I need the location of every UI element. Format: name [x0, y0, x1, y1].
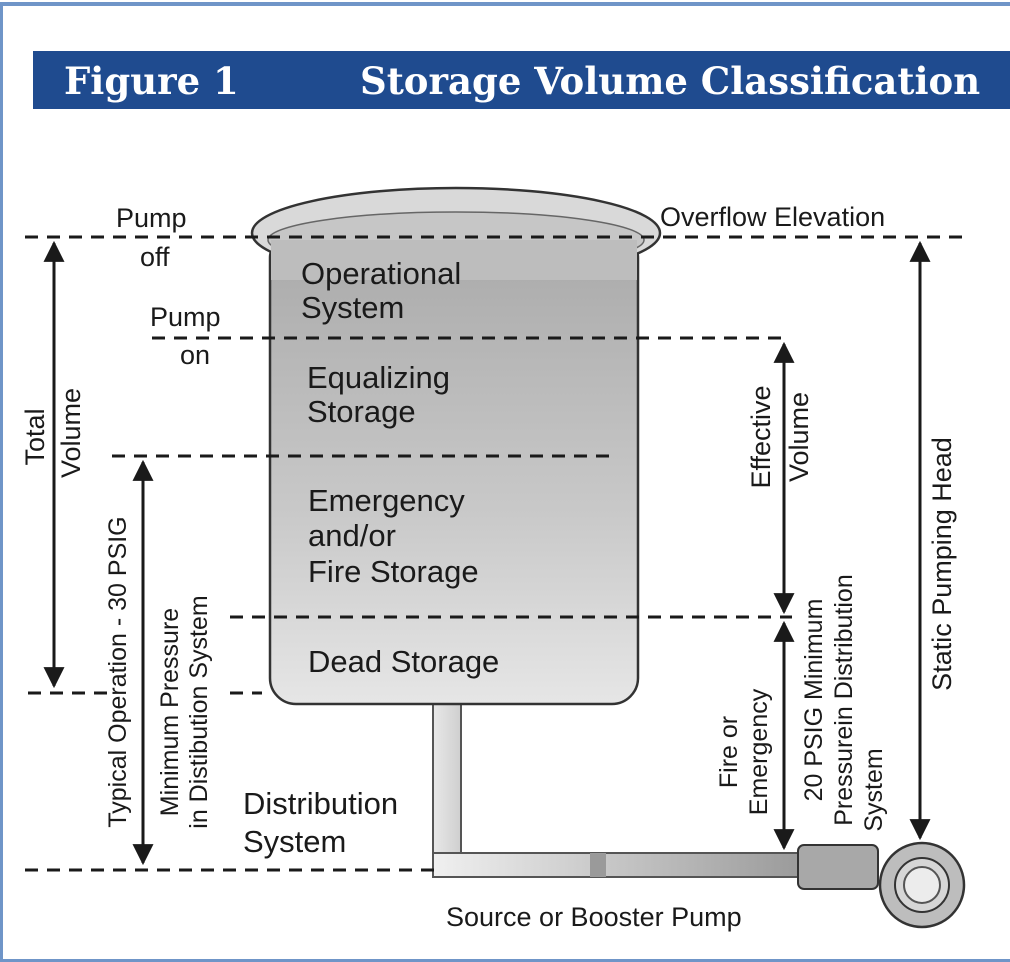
pump-off-label-2: off: [140, 242, 170, 272]
pump-label: Source or Booster Pump: [446, 902, 742, 932]
typical-operation-label: Typical Operation - 30 PSIG: [104, 516, 132, 827]
pump-outlet: [797, 844, 879, 890]
horizontal-pipe: [432, 852, 804, 878]
emergency-label-2: and/or: [308, 518, 396, 553]
equalizing-label-2: Storage: [307, 394, 416, 429]
volume-label: Volume: [56, 388, 86, 478]
distribution-label-1: Distribution: [243, 786, 398, 821]
emergency-label-1: Emergency: [308, 483, 465, 518]
pipe-fitting: [590, 853, 606, 877]
psig-label-1: 20 PSIG Minimum: [800, 599, 828, 802]
min-pressure-label-2: in Distibution System: [185, 595, 213, 828]
effective-label: Effective: [746, 385, 776, 488]
pump-on-label-1: Pump: [150, 302, 221, 332]
overflow-label: Overflow Elevation: [660, 202, 885, 232]
static-head-label: Static Pumping Head: [927, 437, 957, 691]
header-bar: [33, 51, 1010, 109]
figure-label: Figure 1: [64, 59, 239, 103]
vertical-pipe: [432, 703, 462, 869]
total-label: Total: [20, 408, 50, 465]
operational-label-2: System: [301, 290, 404, 325]
psig-label-3: System: [860, 748, 888, 831]
effective-volume-label: Volume: [784, 392, 814, 482]
figure-title: Storage Volume Classification: [360, 59, 980, 103]
distribution-label-2: System: [243, 824, 346, 859]
operational-label-1: Operational: [301, 256, 461, 291]
tank-upper-band: [271, 240, 637, 280]
emergency-label-3: Fire Storage: [308, 554, 479, 589]
psig-label-2: Pressurein Distribution: [830, 574, 858, 826]
pump-impeller: [903, 866, 941, 904]
emergency-side-label: Emergency: [745, 688, 773, 815]
min-pressure-label-1: Minimum Pressure: [156, 608, 184, 816]
fire-or-label: Fire or: [715, 716, 743, 788]
pump-off-label-1: Pump: [116, 203, 187, 233]
dead-storage-label: Dead Storage: [308, 644, 499, 679]
equalizing-label-1: Equalizing: [307, 360, 450, 395]
pump-on-label-2: on: [180, 340, 210, 370]
